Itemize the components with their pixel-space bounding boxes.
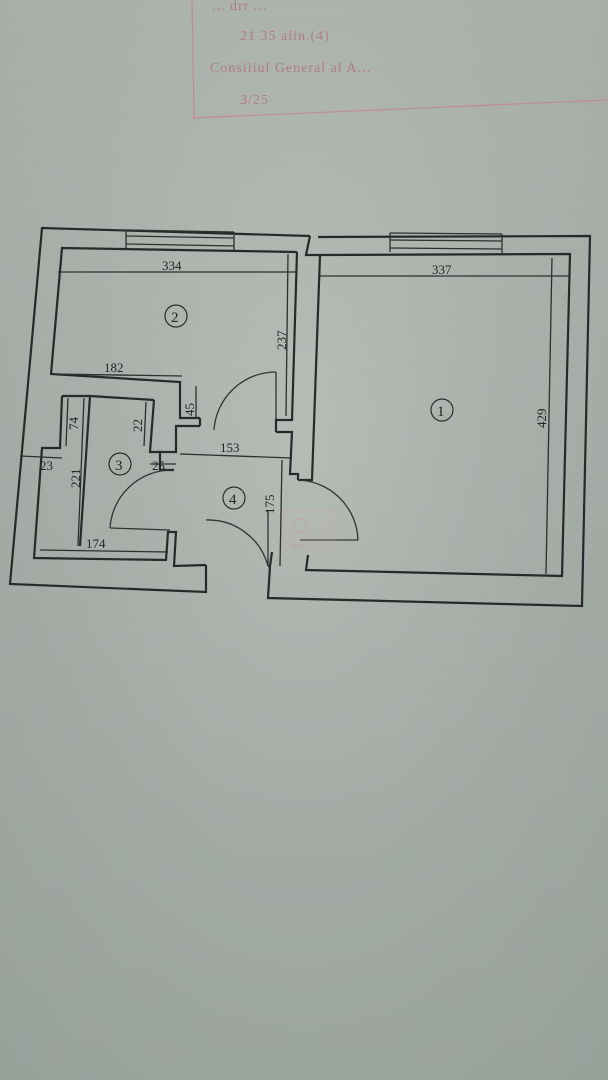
dim-stub-74: 74	[66, 417, 81, 431]
room-label-1: 1	[437, 404, 445, 420]
room-marker-4: 4	[222, 486, 246, 510]
room-label-2: 2	[171, 310, 179, 326]
dim-bath-height: 221	[68, 469, 83, 489]
dim-stub-45: 45	[182, 403, 197, 416]
dim-room1-height: 429	[534, 409, 549, 429]
room-marker-2: 2	[164, 304, 188, 328]
window-room2	[125, 229, 235, 250]
dim-room2-lower: 182	[104, 360, 124, 375]
dim-room2-height: 237	[274, 330, 289, 350]
dim-stub-22: 22	[130, 419, 145, 432]
dim-hall-height: 175	[262, 495, 277, 515]
dim-room2-width: 334	[162, 258, 182, 273]
dim-stub-25: 25	[152, 458, 165, 473]
stamp-line-1: ... drr ...	[212, 0, 267, 14]
dim-room1-width: 337	[432, 262, 452, 277]
room-marker-3: 3	[108, 452, 132, 476]
room-marker-1: 1	[430, 398, 454, 422]
dimension-lines	[19, 253, 570, 575]
stamp-line-3: Consiliul General al A...	[210, 61, 371, 76]
dim-left-23: 23	[40, 458, 53, 473]
stamp-line-2: 21 35 alin.(4)	[240, 29, 330, 44]
dim-bath-width: 174	[86, 536, 106, 551]
dimension-labels: 334 337 237 429 182 45 74 22 153 23 25 2…	[40, 258, 549, 551]
doors	[109, 371, 359, 567]
dim-hall-width: 153	[220, 440, 240, 455]
watermark-text: AFRA	[290, 544, 307, 550]
room-label-4: 4	[229, 492, 237, 508]
window-room1	[389, 232, 503, 253]
stamp-box: ... drr ... 21 35 alin.(4) Consiliul Gen…	[191, 0, 608, 119]
watermark-logo: AFRA	[283, 509, 335, 555]
room-label-3: 3	[115, 458, 123, 474]
stamp-line-4: 3/25	[240, 93, 269, 108]
